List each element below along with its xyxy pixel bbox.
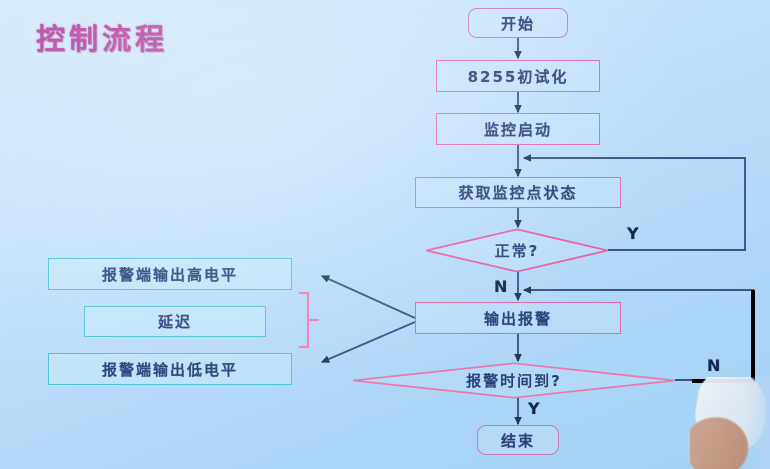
edge-normal-yes-loop	[522, 154, 746, 251]
flow-node-label: 8255初试化	[467, 67, 569, 86]
flow-node-time-decision[interactable]: 报警时间到?	[352, 362, 676, 399]
flow-node-monitor-start[interactable]: 监控启动	[436, 113, 600, 145]
page-title: 控制流程	[36, 22, 169, 56]
branch-label-timeup-no: N	[707, 356, 721, 375]
flow-node-output-high[interactable]: 报警端输出高电平	[48, 258, 292, 290]
flow-node-normal-decision[interactable]: 正常?	[425, 228, 609, 273]
flow-node-end[interactable]: 结束	[477, 425, 559, 455]
flow-node-label: 输出报警	[483, 309, 552, 328]
flow-node-label: 报警时间到?	[466, 372, 562, 390]
diamond-shape	[426, 228, 608, 273]
edge-to-output-low	[320, 321, 416, 363]
flow-node-alarm-output[interactable]: 输出报警	[415, 302, 621, 334]
flow-node-label: 监控启动	[483, 120, 552, 139]
flow-node-get-state[interactable]: 获取监控点状态	[415, 177, 621, 208]
flow-node-init8255[interactable]: 8255初试化	[436, 60, 600, 92]
presenter-arm-overlay	[690, 377, 770, 469]
flow-node-delay[interactable]: 延迟	[84, 306, 266, 337]
flow-node-label: 获取监控点状态	[458, 184, 578, 202]
flow-node-output-low[interactable]: 报警端输出低电平	[48, 353, 292, 385]
diamond-shape	[353, 362, 675, 399]
flow-node-label: 开始	[500, 14, 535, 33]
overlay-edge-fade	[744, 377, 770, 469]
flow-node-label: 报警端输出高电平	[101, 265, 238, 284]
flow-node-start[interactable]: 开始	[468, 8, 568, 38]
branch-label-normal-no: N	[494, 277, 508, 296]
branch-label-normal-yes: Y	[627, 224, 639, 243]
flow-node-label: 正常?	[494, 242, 540, 260]
edge-to-output-high	[320, 275, 416, 319]
flow-node-label: 报警端输出低电平	[101, 360, 238, 379]
video-overlay-edges	[692, 290, 755, 383]
side-group-bracket	[298, 291, 320, 349]
flow-node-label: 结束	[500, 431, 535, 450]
branch-label-timeup-yes: Y	[528, 399, 540, 418]
flow-node-label: 延迟	[157, 313, 192, 331]
